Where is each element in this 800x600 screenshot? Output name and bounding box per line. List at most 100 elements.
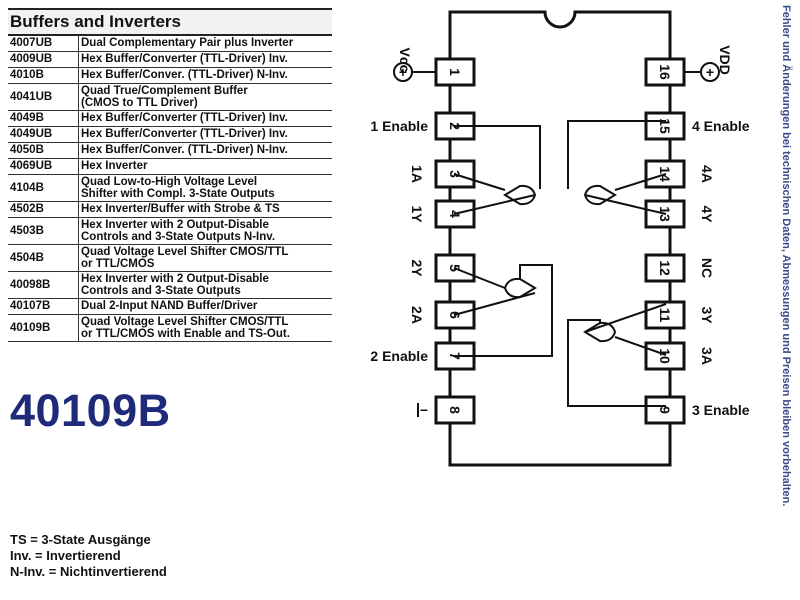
part-cell: 4069UB <box>8 158 79 175</box>
wire-2a <box>453 292 536 316</box>
pin-label: 1Y <box>409 205 425 223</box>
pin-label: NC <box>699 258 715 278</box>
legend: TS = 3-State Ausgänge Inv. = Invertieren… <box>10 532 167 580</box>
pin-label: 2Y <box>409 259 425 277</box>
description-line: Controls and 3-State Outputs N-Inv. <box>81 231 276 243</box>
description-line: Hex Buffer/Conver. (TTL-Driver) N-Inv. <box>81 144 288 157</box>
pin-label: 4A <box>699 165 715 183</box>
description-line: or TTL/CMOS with Enable and TS-Out. <box>81 328 290 340</box>
description-cell: Dual 2-Input NAND Buffer/Driver <box>78 298 332 315</box>
description-line: Hex Inverter with 2 Output-Disable <box>81 218 269 231</box>
pin-number: 12 <box>657 260 673 276</box>
description-line: Shifter with Compl. 3-State Outputs <box>81 188 275 200</box>
side-note-text: Fehler und Änderungen bei technischen Da… <box>780 5 792 507</box>
pin-11: 11 <box>644 300 686 330</box>
description-line: Quad True/Complement Buffer <box>81 84 248 97</box>
description-line: Hex Buffer/Converter (TTL-Driver) Inv. <box>81 53 288 66</box>
description-line: or TTL/CMOS <box>81 258 155 270</box>
pin-label: 1A <box>409 165 425 183</box>
side-note: Fehler und Änderungen bei technischen Da… <box>776 5 796 595</box>
legend-ninv: N-Inv. = Nichtinvertierend <box>10 564 167 579</box>
wire-2-enable <box>454 264 553 357</box>
wire-1a <box>453 173 506 191</box>
part-cell: 4007UB <box>8 36 79 52</box>
description-line: Hex Inverter <box>81 160 148 173</box>
wire-4a <box>614 173 667 191</box>
description-cell: Hex Buffer/Conver. (TTL-Driver) N-Inv. <box>78 142 332 159</box>
legend-ts: TS = 3-State Ausgänge <box>10 532 151 547</box>
part-cell: 4504B <box>8 244 79 272</box>
wire-4-enable <box>567 120 666 189</box>
plus-sign: + <box>399 64 407 80</box>
description-line: Controls and 3-State Outputs <box>81 285 241 297</box>
part-cell: 4104B <box>8 174 79 202</box>
description-line: Quad Voltage Level Shifter CMOS/TTL <box>81 315 289 328</box>
pin-box <box>644 341 686 371</box>
pin-15: 15 <box>644 111 686 141</box>
pin-label: 1 Enable <box>370 118 428 134</box>
pin-label: 2A <box>409 306 425 324</box>
pin-number: 16 <box>657 64 673 80</box>
wire-2y <box>453 267 506 289</box>
pin-box <box>644 253 686 283</box>
pin-10: 10 <box>644 341 686 371</box>
pin-box <box>434 159 476 189</box>
part-cell: 4041UB <box>8 83 79 111</box>
pin-box <box>644 111 686 141</box>
pin-label: 4 Enable <box>692 118 750 134</box>
description-line: Hex Inverter with 2 Output-Disable <box>81 272 269 285</box>
pin-label: 3A <box>699 347 715 365</box>
pin-number: 8 <box>447 406 463 414</box>
part-cell: 4502B <box>8 201 79 218</box>
wire-1y <box>453 194 536 215</box>
description-line: Dual 2-Input NAND Buffer/Driver <box>81 300 258 313</box>
wire-3-enable <box>567 319 666 407</box>
pin-9: 9 <box>644 395 686 425</box>
wire-4y <box>584 194 667 215</box>
description-line: Quad Low-to-High Voltage Level <box>81 175 258 188</box>
table-title: Buffers and Inverters <box>8 8 332 36</box>
pin-8: 8 <box>434 395 476 425</box>
description-line: (CMOS to TTL Driver) <box>81 97 198 109</box>
gate-3-buffer-symbol <box>583 321 617 343</box>
pin-label: 3 Enable <box>692 402 750 418</box>
description-cell: Hex Buffer/Converter (TTL-Driver) Inv. <box>78 126 332 143</box>
wire-1-enable <box>454 125 541 189</box>
internal-wiring <box>453 120 667 407</box>
description-cell: Hex Buffer/Conver. (TTL-Driver) N-Inv. <box>78 67 332 84</box>
part-cell: 40098B <box>8 271 79 299</box>
part-cell: 4049UB <box>8 126 79 143</box>
description-cell: Dual Complementary Pair plus Inverter <box>78 36 332 52</box>
description-cell: Hex Buffer/Converter (TTL-Driver) Inv. <box>78 110 332 127</box>
pin-box <box>644 300 686 330</box>
description-line: Hex Inverter/Buffer with Strobe & TS <box>81 203 280 216</box>
pin-number: 15 <box>657 118 673 134</box>
part-cell: 4050B <box>8 142 79 159</box>
part-cell: 4049B <box>8 110 79 127</box>
ground-symbol: − <box>420 402 428 418</box>
pin-number: 10 <box>657 348 673 364</box>
pin-number: 1 <box>447 68 463 76</box>
description-line: Quad Voltage Level Shifter CMOS/TTL <box>81 245 289 258</box>
plus-sign: + <box>706 64 714 80</box>
part-number-heading: 40109B <box>10 385 171 436</box>
description-cell: Hex Buffer/Converter (TTL-Driver) Inv. <box>78 51 332 68</box>
description-cell: Hex Inverter <box>78 158 332 175</box>
description-cell: Quad True/Complement Buffer(CMOS to TTL … <box>78 83 332 111</box>
